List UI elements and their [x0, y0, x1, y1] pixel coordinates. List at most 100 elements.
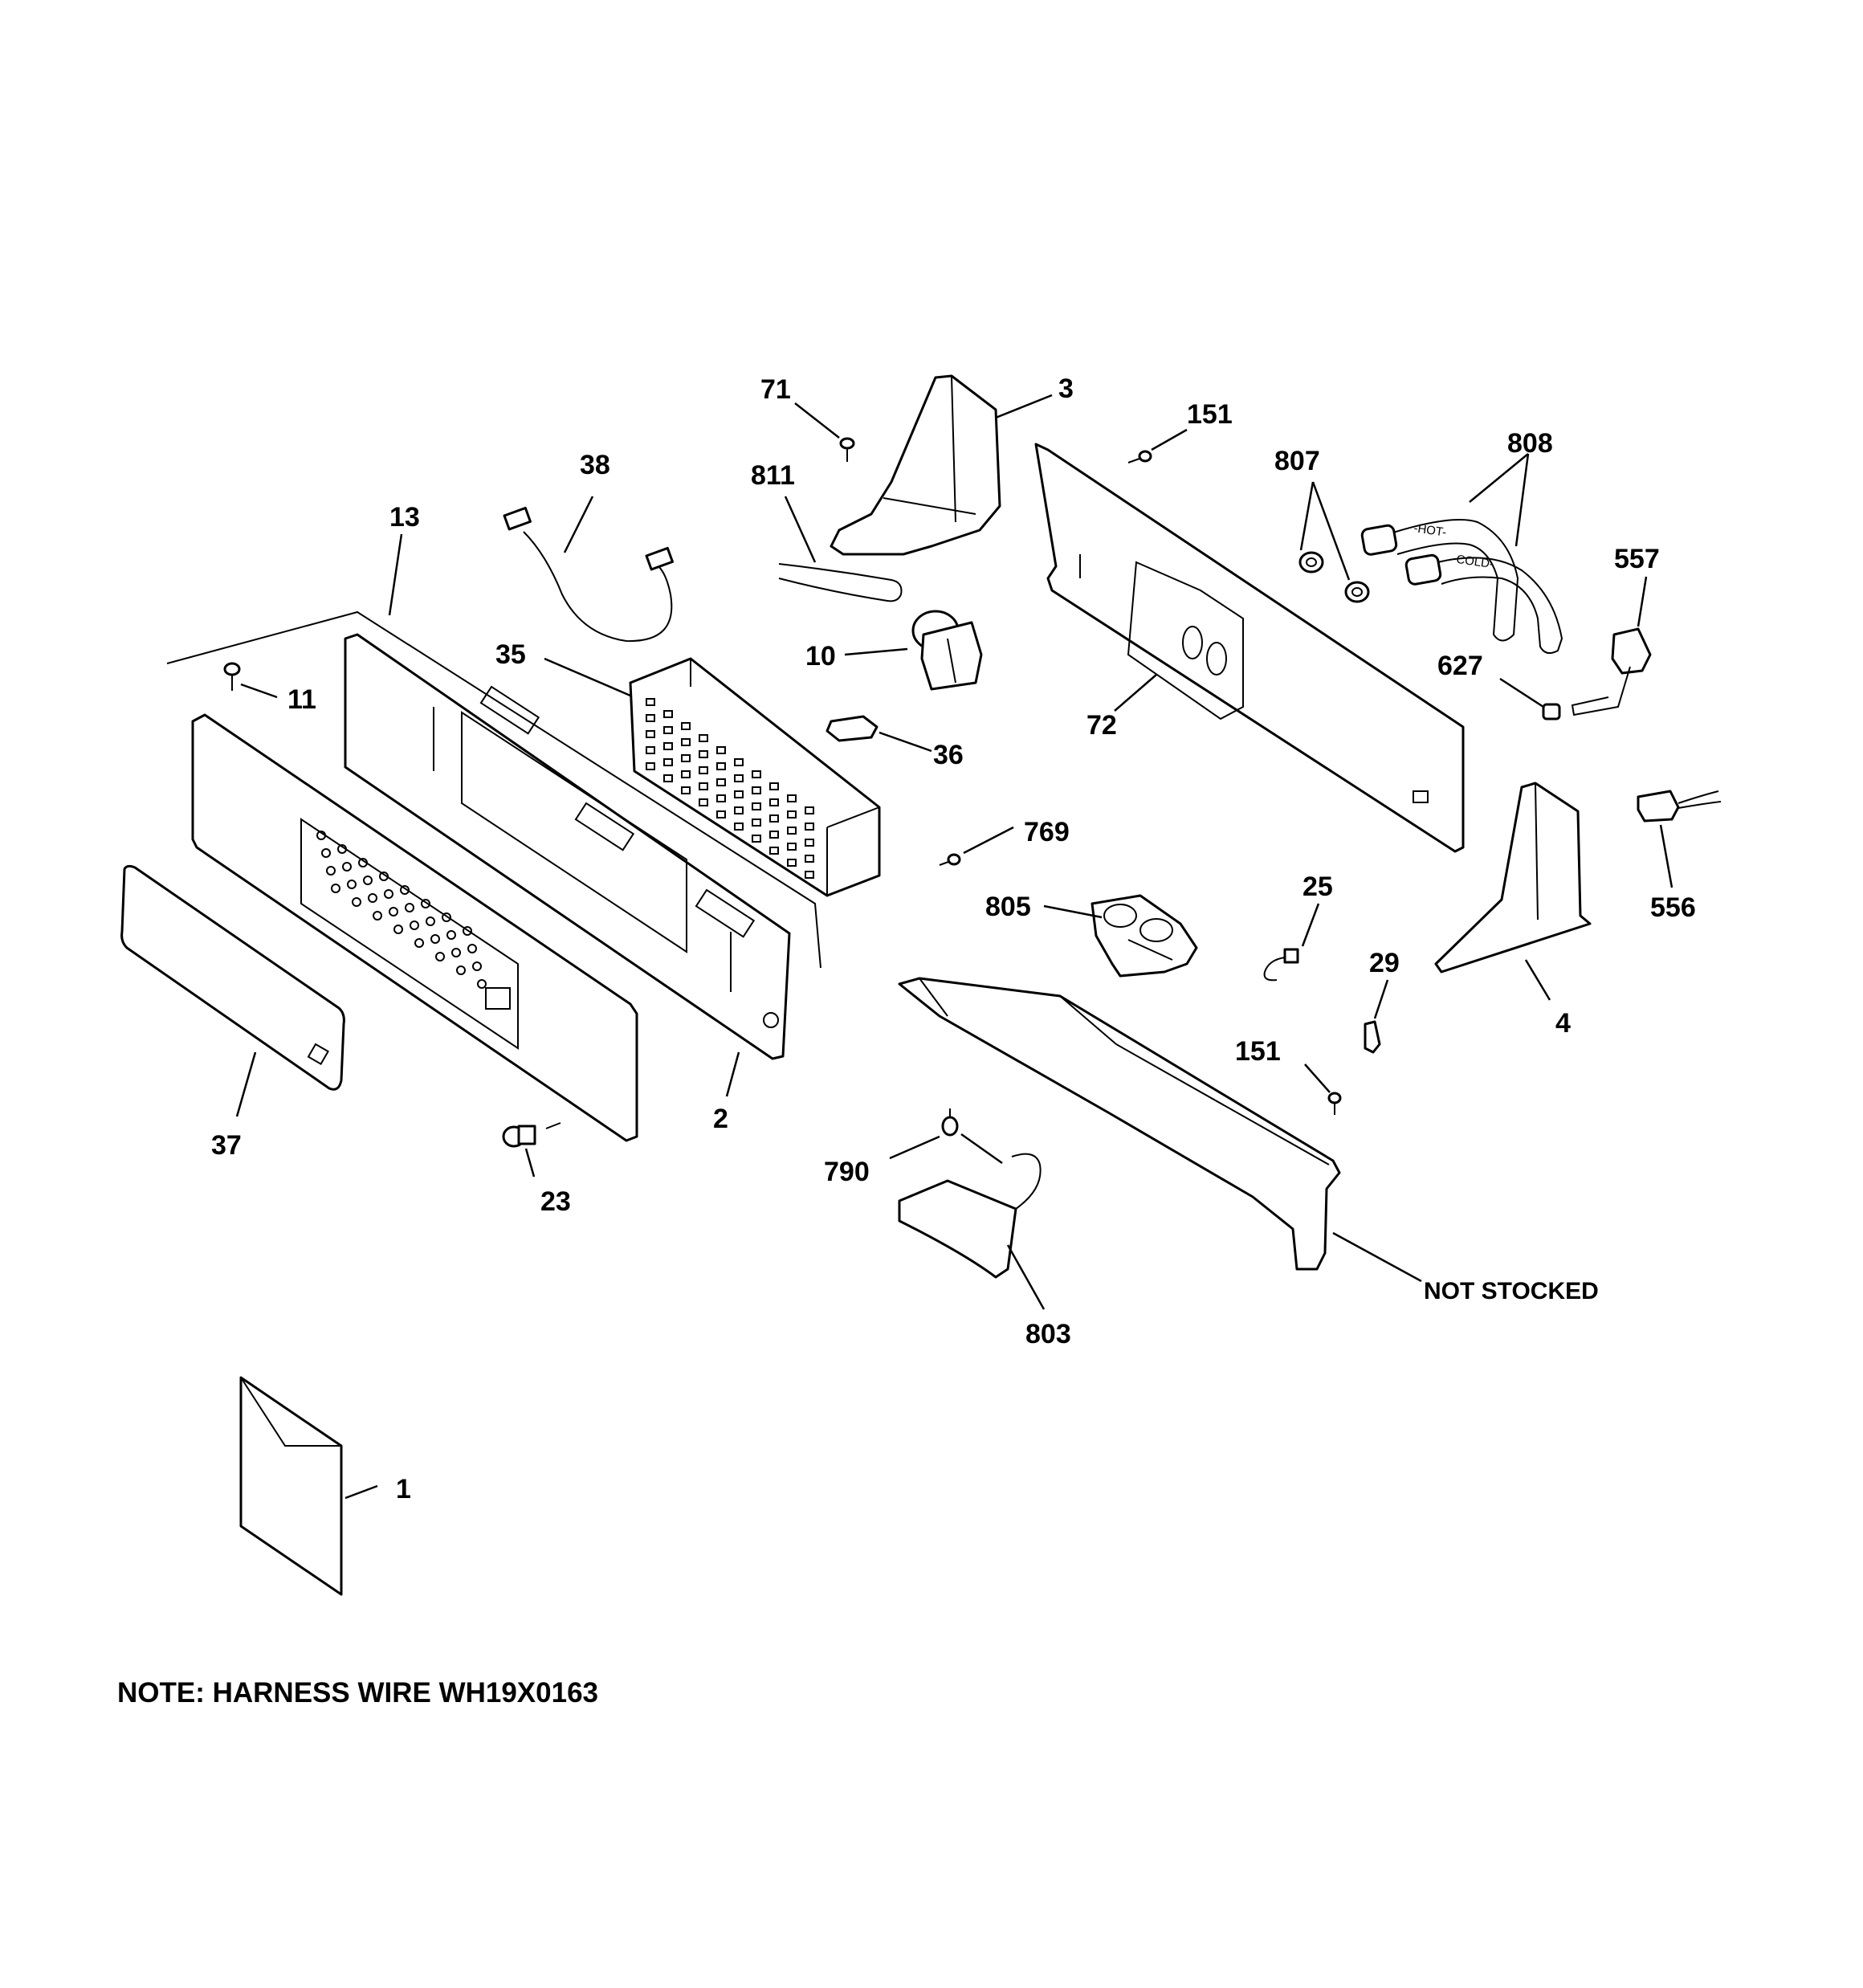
callout-769: 769 — [1024, 817, 1070, 847]
panel-button-dot — [435, 952, 445, 961]
panel-button-dot — [426, 916, 435, 926]
board-cell — [734, 790, 744, 798]
board-cell — [663, 758, 673, 766]
part-1-envelope — [239, 1376, 343, 1596]
callout-10: 10 — [805, 641, 836, 672]
callout-811: 811 — [751, 460, 795, 491]
callout-11: 11 — [287, 684, 316, 715]
panel-button-dot — [321, 848, 331, 858]
panel-button-dot — [373, 911, 382, 921]
part-25-wire — [1263, 948, 1299, 982]
callout-35: 35 — [495, 639, 526, 670]
part-556-connector — [1637, 790, 1722, 823]
panel-button-dot — [384, 889, 393, 899]
part-2-panel-frame — [344, 633, 791, 1060]
panel-button-dot — [430, 934, 440, 944]
callout-556: 556 — [1650, 892, 1696, 923]
board-cell — [769, 831, 779, 839]
board-cell — [716, 746, 726, 754]
callout-151-upper: 151 — [1187, 399, 1233, 430]
callout-3: 3 — [1058, 374, 1074, 404]
panel-button-dot — [347, 880, 357, 889]
board-cell — [681, 738, 691, 746]
part-769-screw — [939, 853, 961, 866]
board-cell — [787, 810, 797, 818]
panel-button-dot — [358, 858, 368, 867]
part-71-screw — [839, 437, 855, 462]
board-cell — [787, 843, 797, 851]
board-cell — [646, 730, 655, 738]
callout-808: 808 — [1507, 428, 1553, 459]
board-cell — [752, 786, 761, 794]
hose-cold-label: -COLD- — [1451, 552, 1494, 571]
board-cell — [734, 758, 744, 766]
board-cell — [787, 827, 797, 835]
callout-151-lower: 151 — [1235, 1036, 1281, 1067]
board-cell — [734, 806, 744, 814]
board-cell — [805, 823, 814, 831]
callout-2: 2 — [713, 1104, 728, 1134]
board-cell — [681, 786, 691, 794]
board-cell — [663, 742, 673, 750]
part-557-terminal — [1571, 627, 1652, 716]
panel-button-dot — [337, 844, 347, 854]
panel-button-dot — [463, 926, 472, 936]
board-cell — [734, 823, 744, 831]
panel-button-dot — [472, 961, 482, 971]
board-cell — [769, 814, 779, 823]
panel-button-dot — [368, 893, 377, 903]
panel-button-dot — [467, 944, 477, 953]
board-cell — [699, 798, 708, 806]
callout-38: 38 — [580, 450, 610, 480]
panel-button-dot — [410, 921, 419, 930]
part-10-pressure-switch — [911, 610, 983, 691]
panel-button-dot — [389, 907, 398, 916]
part-151-screw-lower — [1327, 1092, 1342, 1115]
callout-1: 1 — [396, 1474, 411, 1504]
panel-button-dot — [477, 979, 487, 989]
part-72-backpanel — [1034, 443, 1465, 853]
board-cell — [663, 726, 673, 734]
board-cell — [699, 766, 708, 774]
board-cell — [752, 818, 761, 827]
board-cell — [787, 859, 797, 867]
board-cell — [805, 855, 814, 863]
part-3-endcap — [830, 374, 1001, 556]
callout-790: 790 — [824, 1157, 870, 1187]
board-cell — [752, 770, 761, 778]
panel-button-dot — [331, 884, 340, 893]
board-cell — [663, 710, 673, 718]
callout-labels: 1 2 3 4 10 11 13 23 25 29 35 36 37 38 71… — [211, 374, 1696, 1504]
board-cell — [716, 778, 726, 786]
callout-72: 72 — [1086, 710, 1117, 741]
part-23-knob — [502, 1122, 561, 1148]
board-cell — [646, 762, 655, 770]
part-807-washers — [1298, 551, 1370, 603]
board-cell — [663, 774, 673, 782]
part-13-panel-bracket — [166, 610, 821, 969]
callout-71: 71 — [760, 374, 791, 405]
part-35-control-board — [629, 657, 881, 897]
part-803-sensor — [898, 1153, 1042, 1279]
panel-button-dot — [393, 925, 403, 934]
board-cell — [769, 782, 779, 790]
part-805-valve — [1090, 894, 1198, 978]
panel-button-dot — [446, 930, 456, 940]
panel-button-dot — [352, 897, 361, 907]
panel-button-dot — [316, 831, 326, 840]
board-cell — [646, 698, 655, 706]
callout-13: 13 — [389, 502, 420, 533]
board-cell — [716, 762, 726, 770]
part-37-window — [120, 864, 345, 1091]
board-cell — [805, 806, 814, 814]
panel-button-dot — [421, 899, 430, 908]
callout-25: 25 — [1302, 872, 1333, 902]
board-cell — [752, 802, 761, 810]
harness-note: NOTE: HARNESS WIRE WH19X0163 — [117, 1677, 599, 1708]
part-627-grommet — [1542, 703, 1561, 720]
callout-37: 37 — [211, 1130, 242, 1161]
board-cell — [787, 794, 797, 802]
board-cell — [681, 770, 691, 778]
